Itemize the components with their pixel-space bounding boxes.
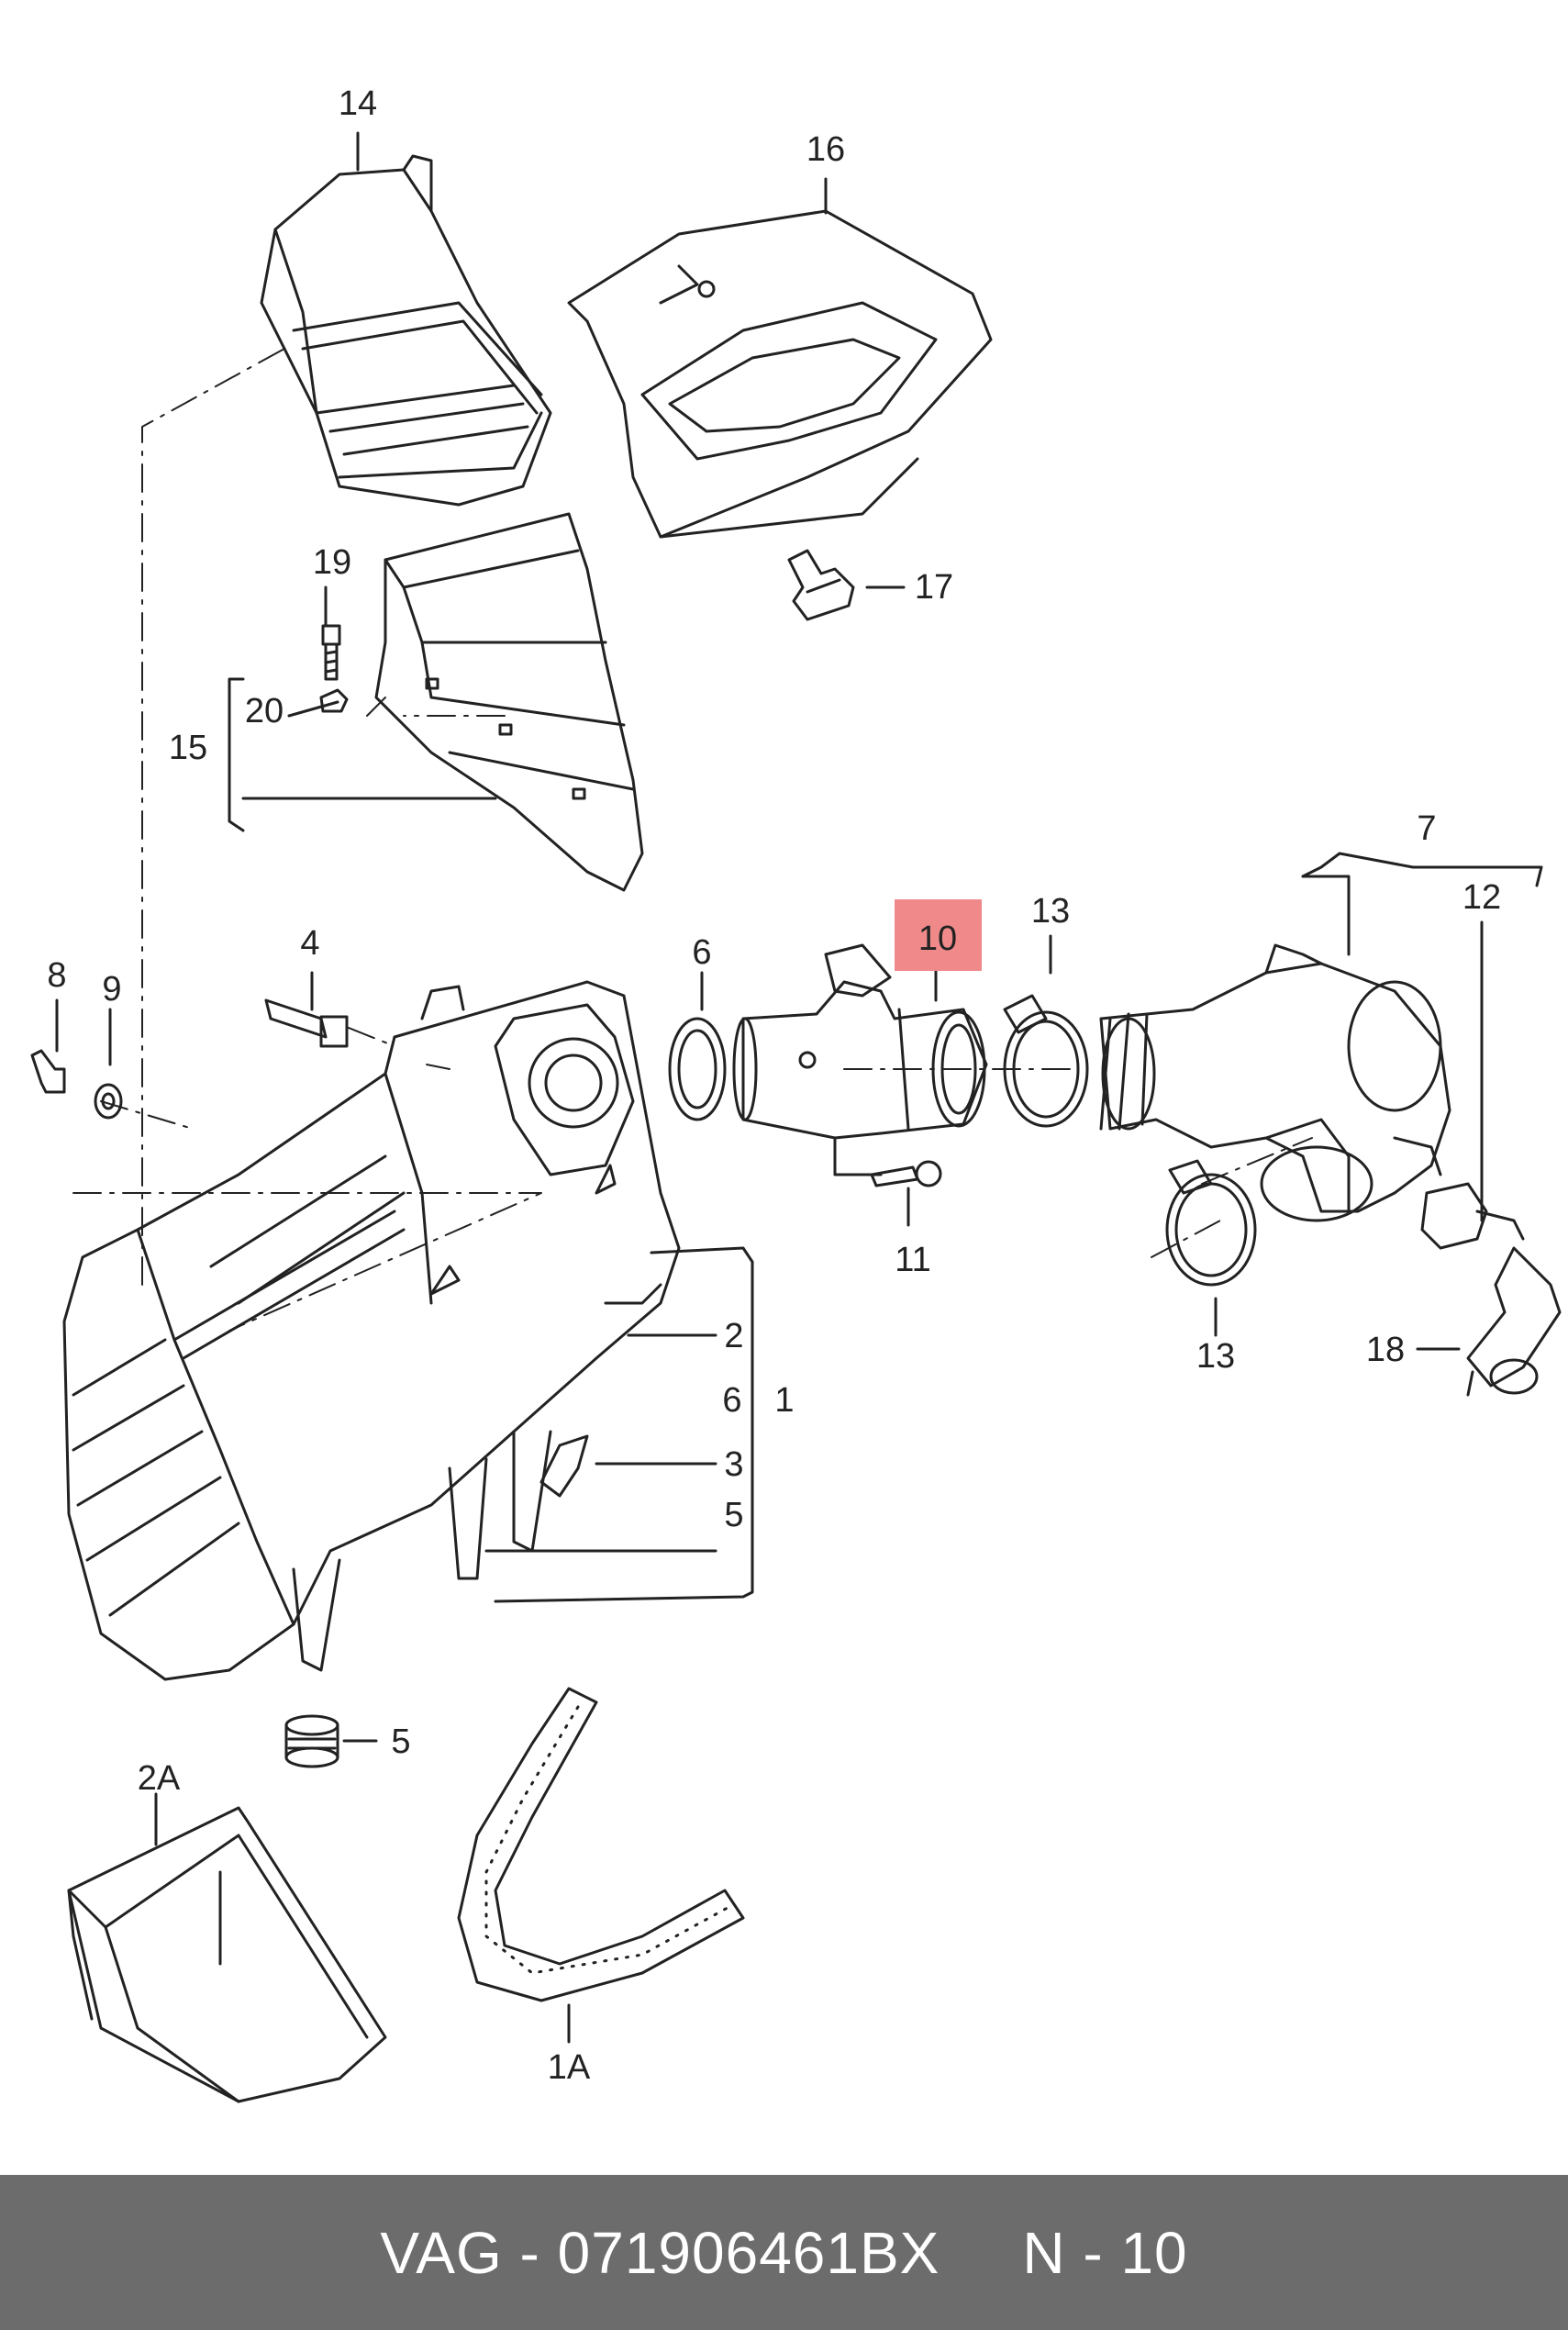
- callout-5-upper: 5: [724, 1496, 743, 1534]
- callout-13-upper: 13: [1031, 892, 1070, 931]
- callout-2A: 2A: [138, 1759, 181, 1798]
- callout-11: 11: [895, 1241, 930, 1279]
- callout-6-lower: 6: [722, 1381, 741, 1420]
- intake-hose-part: [1099, 943, 1451, 1222]
- callout-20: 20: [245, 692, 284, 730]
- lower-duct-part: [374, 512, 644, 892]
- callout-10: 10: [918, 920, 957, 958]
- part-number-banner: VAG - 071906461BX N - 10: [0, 2175, 1568, 2330]
- callout-12: 12: [1462, 878, 1501, 917]
- intake-duct-part: [260, 154, 552, 507]
- o-ring-part: [668, 1017, 727, 1121]
- bolt-part: [264, 998, 349, 1048]
- air-filter-housing-part: [62, 980, 681, 1681]
- nut-part: [319, 688, 349, 713]
- parts-diagram: 14 16 17 19 20 15 7 12 10 13 13 6 4 8 9 …: [30, 84, 1562, 2103]
- callout-18: 18: [1366, 1331, 1405, 1369]
- callout-14: 14: [339, 84, 377, 123]
- callout-9: 9: [102, 970, 121, 1009]
- seal-part: [457, 1687, 745, 2002]
- callout-1A: 1A: [548, 2048, 591, 2087]
- callout-3: 3: [724, 1445, 743, 1484]
- callout-1: 1: [774, 1381, 794, 1420]
- position-number: N - 10: [1022, 2219, 1188, 2286]
- callout-7: 7: [1417, 809, 1436, 848]
- highlight-box: [895, 899, 982, 971]
- callout-16: 16: [806, 130, 845, 169]
- callout-13-lower: 13: [1196, 1337, 1235, 1376]
- lower-tray-part: [67, 1806, 387, 2103]
- mass-meter-screw-part: [870, 1160, 942, 1187]
- callout-2: 2: [724, 1317, 743, 1355]
- callout-4: 4: [300, 924, 319, 963]
- clip-part: [787, 549, 855, 621]
- part-code: VAG - 071906461BX: [380, 2219, 940, 2286]
- retaining-clip-part: [539, 1434, 589, 1498]
- callout-5-lower: 5: [391, 1722, 410, 1761]
- hose-clamp-part: [1003, 994, 1257, 1287]
- valve-and-vent-hose-part: [1420, 1182, 1562, 1397]
- dashed-assembly-lines: [72, 348, 1313, 1332]
- callout-19: 19: [313, 543, 351, 582]
- heat-shield-part: [567, 209, 993, 539]
- bolt-and-washer-part: [30, 1049, 123, 1120]
- callout-17: 17: [915, 568, 953, 607]
- air-mass-meter-part: [732, 943, 988, 1176]
- grommet-part: [284, 1714, 339, 1768]
- callout-labels: 14 16 17 19 20 15 7 12 10 13 13 6 4 8 9 …: [47, 84, 1501, 2087]
- callout-15: 15: [169, 729, 207, 767]
- callout-6-upper: 6: [692, 933, 711, 972]
- callout-8: 8: [47, 956, 66, 995]
- screw-part: [321, 624, 341, 681]
